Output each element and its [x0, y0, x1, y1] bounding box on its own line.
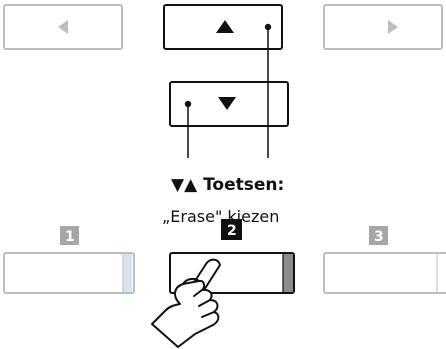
badge-2-label: 2 [227, 223, 237, 239]
up-button[interactable] [164, 5, 282, 49]
badge-2: 2 [221, 219, 242, 240]
button-1-led [123, 254, 132, 292]
badge-1-label: 1 [65, 229, 75, 245]
function-button-1[interactable] [4, 253, 134, 293]
next-button[interactable] [324, 5, 442, 49]
badge-1: 1 [60, 226, 79, 245]
caption-main: ▼▲ Toetsen: [171, 175, 284, 195]
function-button-3[interactable] [324, 253, 446, 293]
button-2-led [283, 254, 293, 292]
badge-3-label: 3 [374, 229, 384, 245]
prev-button[interactable] [4, 5, 122, 49]
badge-3: 3 [369, 226, 388, 245]
caption-sub: „Erase" kiezen [162, 207, 279, 226]
